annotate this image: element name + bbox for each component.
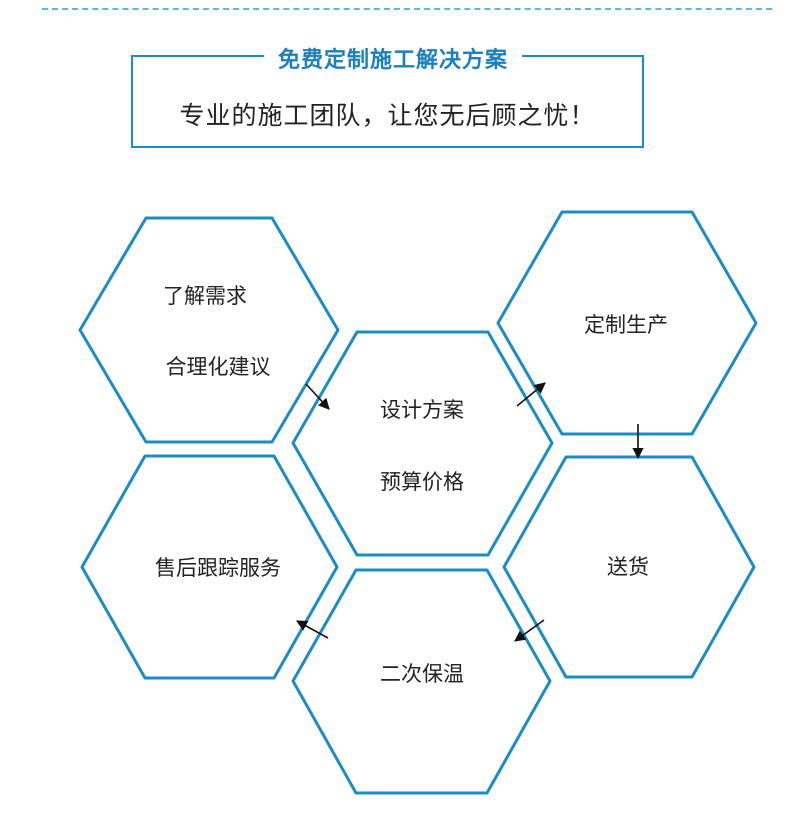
step-1-label-1: 了解需求 [163,284,247,308]
arrow-2-to-3 [516,382,546,407]
hexagon-step-6 [80,454,339,680]
arrow-1-to-2 [305,383,330,410]
hexagon-step-3 [496,210,758,436]
step-4-label: 送货 [607,555,649,579]
header-subtitle: 专业的施工团队，让您无后顾之忧！ [179,101,596,130]
step-6-label: 售后跟踪服务 [155,556,281,580]
arrow-5-to-6 [296,620,329,639]
header-title: 免费定制施工解决方案 [264,44,522,78]
hexagon-step-1 [78,216,340,444]
step-1-label-2: 合理化建议 [165,355,271,379]
step-2-label-1: 设计方案 [380,398,464,422]
hexagon-step-5 [291,568,552,795]
step-2-label-2: 预算价格 [380,470,464,494]
top-dashed-divider [42,8,772,10]
hexagon-step-2 [291,330,554,557]
hexagon-step-4 [502,455,756,679]
step-3-label: 定制生产 [584,313,668,337]
arrow-4-to-5 [514,619,545,642]
step-5-label: 二次保温 [380,662,464,686]
